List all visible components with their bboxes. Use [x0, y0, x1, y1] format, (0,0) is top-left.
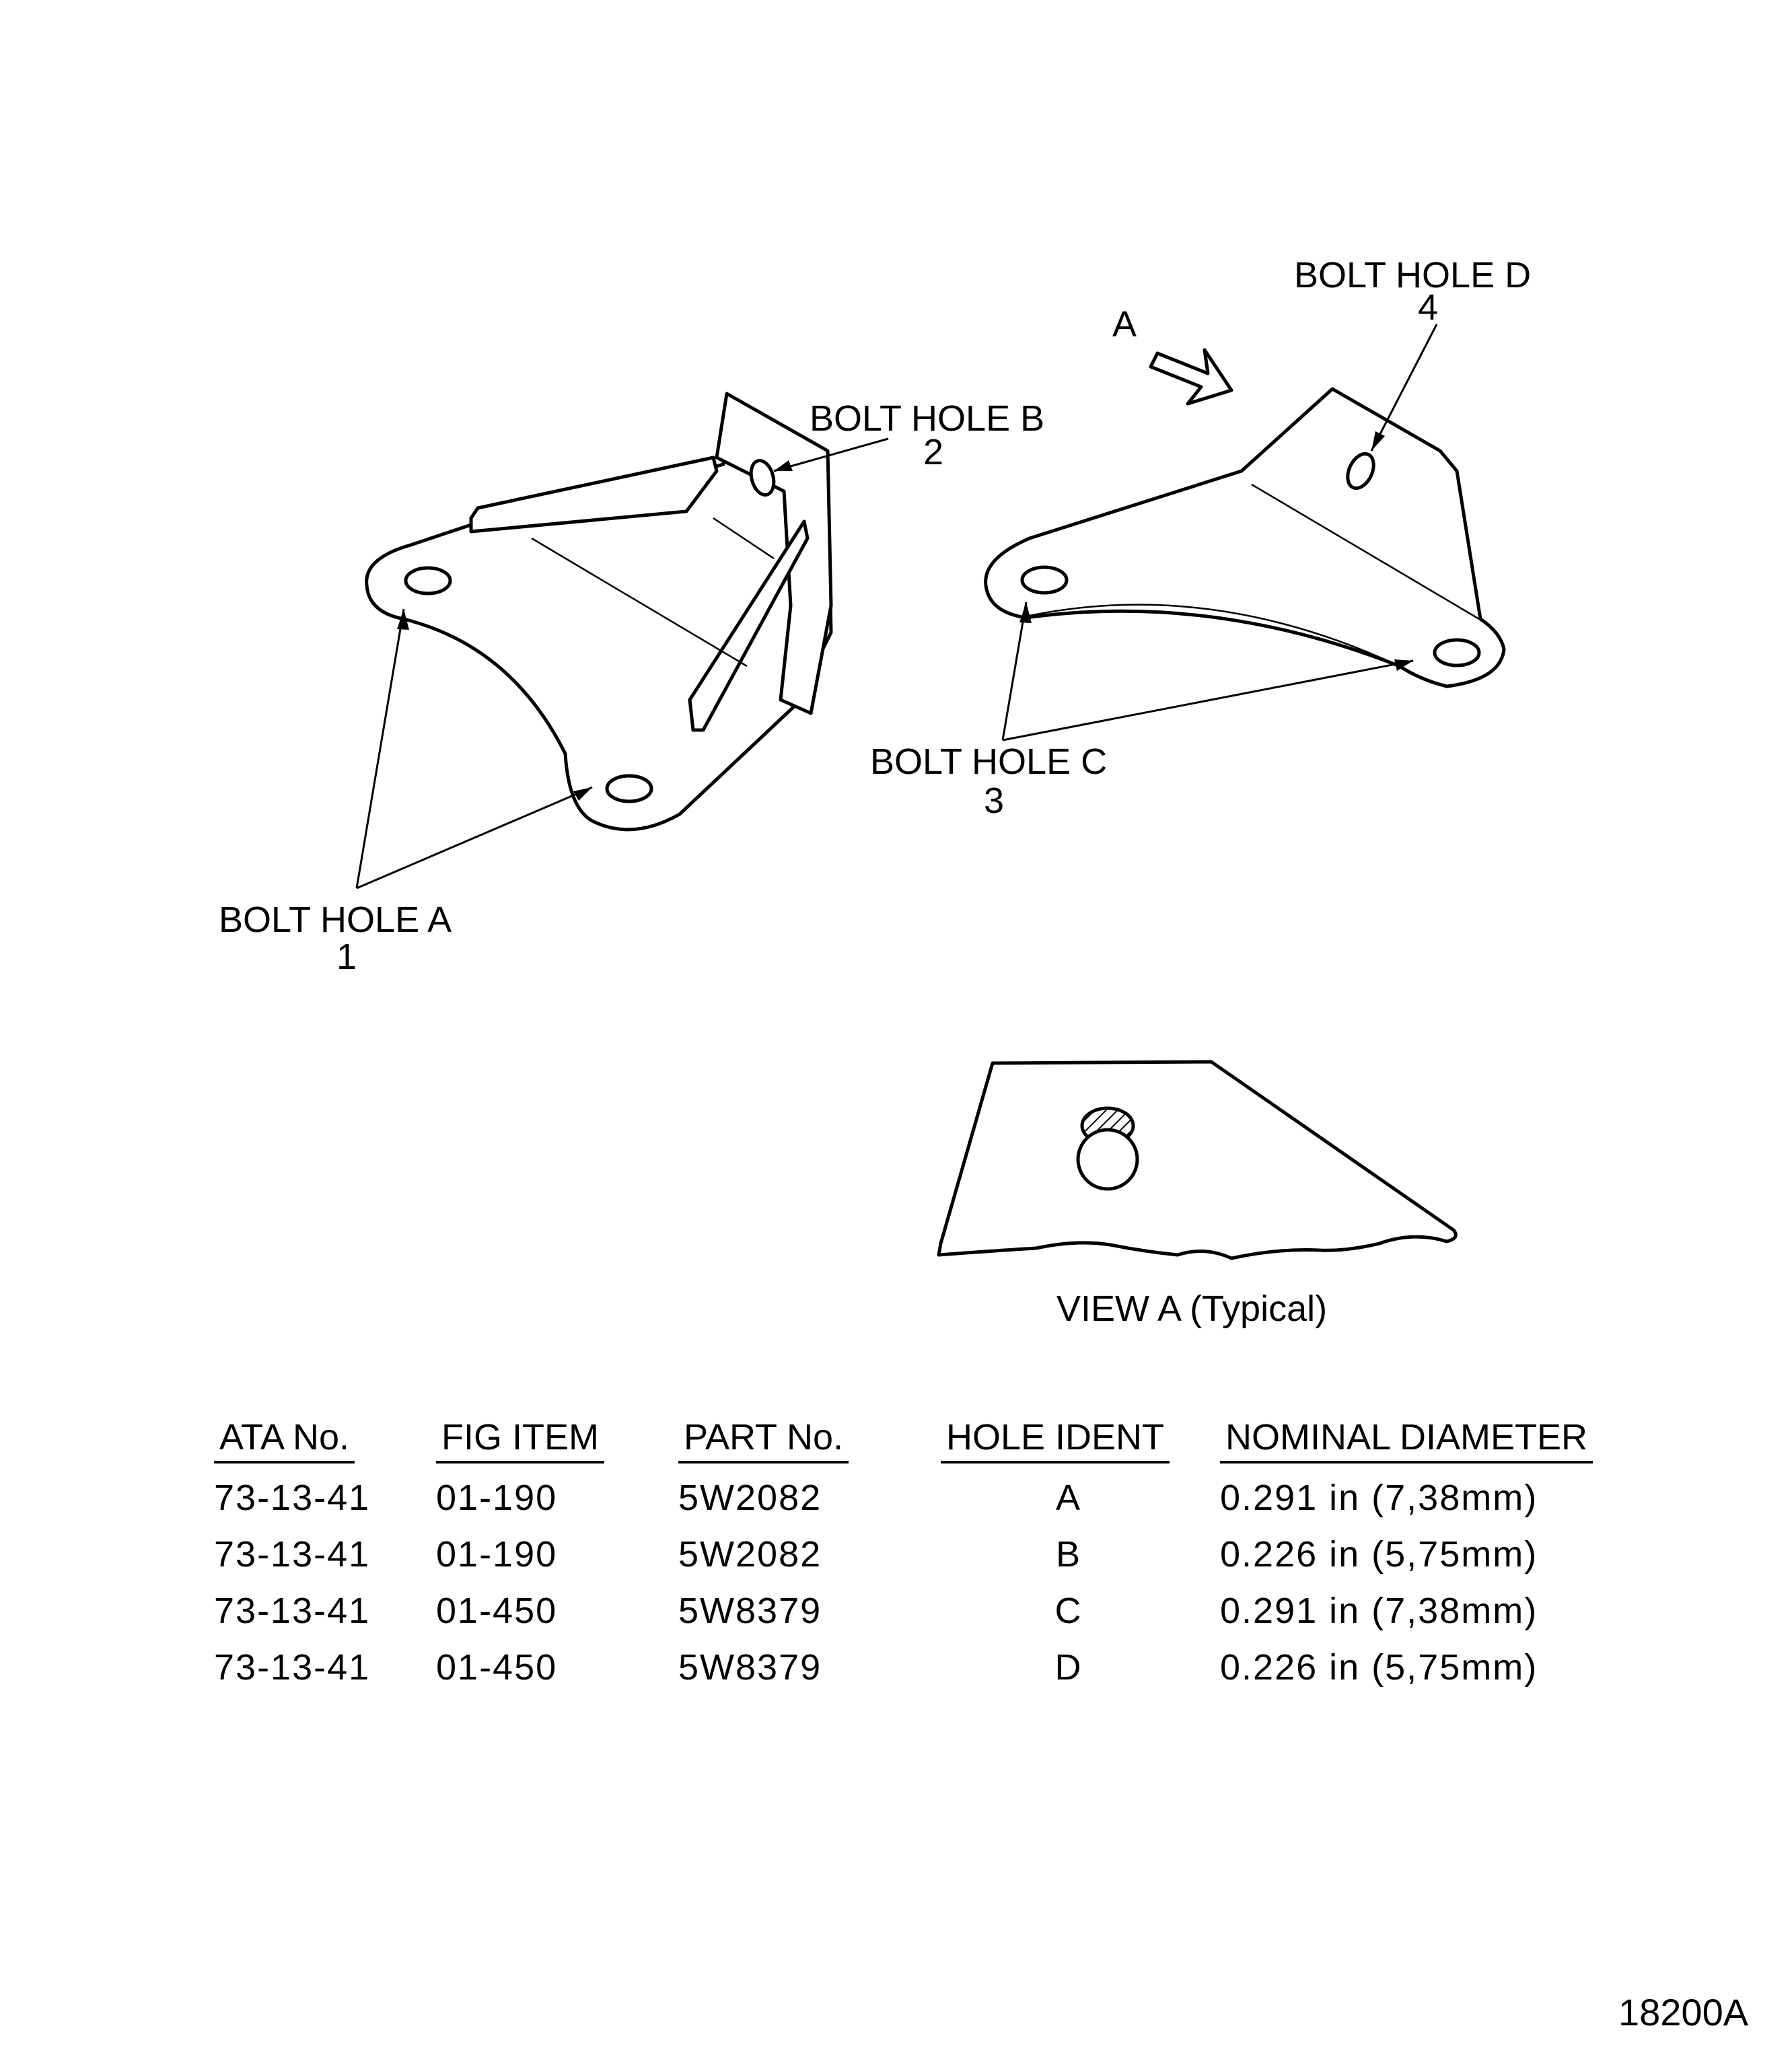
bracket-right-plate: [984, 387, 1506, 688]
header-ata-no: ATA No.: [214, 1416, 436, 1468]
header-part-no: PART No.: [678, 1416, 917, 1468]
table-row: 73-13-41 01-450 5W8379 C 0.291 in (7,38m…: [214, 1581, 1637, 1637]
cell-part-no: 5W2082: [678, 1534, 822, 1575]
bolt-hole-d-label: BOLT HOLE D: [1294, 255, 1531, 295]
cell-nominal-diameter: 0.291 in (7,38mm): [1220, 1591, 1538, 1631]
table-row: 73-13-41 01-190 5W2082 B 0.226 in (5,75m…: [214, 1524, 1637, 1581]
header-nominal-diameter: NOMINAL DIAMETER: [1220, 1416, 1637, 1468]
cell-part-no: 5W8379: [678, 1591, 822, 1631]
hole-data-table: ATA No. FIG ITEM PART No. HOLE IDENT NOM…: [214, 1416, 1637, 1694]
bolt-hole-b: [749, 459, 776, 497]
bolt-hole-c-left: [1020, 565, 1069, 595]
figure-reference: 18200A: [1618, 1991, 1749, 2033]
cell-hole-ident: A: [1055, 1478, 1082, 1518]
view-a-pin: [1076, 1128, 1139, 1191]
cell-part-no: 5W8379: [678, 1647, 822, 1688]
cell-hole-ident: B: [1055, 1534, 1082, 1575]
bolt-hole-a-number: 1: [336, 937, 357, 977]
cell-hole-ident: D: [1054, 1647, 1083, 1688]
cell-fig-item: 01-190: [436, 1534, 558, 1575]
view-a-detail: [937, 1060, 1458, 1260]
bolt-hole-b-number: 2: [923, 432, 943, 472]
table-row: 73-13-41 01-190 5W2082 A 0.291 in (7,38m…: [214, 1468, 1637, 1524]
bracket-left-plate: [365, 415, 833, 832]
cell-ata-no: 73-13-41: [214, 1647, 371, 1688]
cell-ata-no: 73-13-41: [214, 1478, 371, 1518]
bolt-hole-d: [1346, 451, 1375, 491]
view-arrow-letter: A: [1112, 304, 1137, 345]
cell-fig-item: 01-450: [436, 1647, 558, 1688]
leader-lines: [355, 324, 1438, 890]
view-a-caption: VIEW A (Typical): [1056, 1289, 1327, 1329]
cell-fig-item: 01-190: [436, 1478, 558, 1518]
cell-nominal-diameter: 0.226 in (5,75mm): [1220, 1647, 1538, 1688]
header-fig-item: FIG ITEM: [436, 1416, 678, 1468]
bracket-left-flange: [715, 392, 833, 715]
bracket-left: [365, 392, 833, 832]
bolt-hole-a-upper: [404, 566, 452, 595]
bolt-hole-d-number: 4: [1418, 287, 1438, 328]
bracket-right: [984, 387, 1506, 688]
cell-ata-no: 73-13-41: [214, 1591, 371, 1631]
cell-part-no: 5W2082: [678, 1478, 822, 1518]
bracket-left-diagonal-rib: [688, 519, 810, 732]
cell-fig-item: 01-450: [436, 1591, 558, 1631]
callouts: BOLT HOLE A 1 BOLT HOLE B 2 BOLT HOLE C …: [219, 255, 1749, 2033]
bolt-hole-c-right: [1433, 638, 1481, 667]
view-a-plate: [937, 1060, 1458, 1260]
table-header-row: ATA No. FIG ITEM PART No. HOLE IDENT NOM…: [214, 1416, 1637, 1468]
cell-hole-ident: C: [1054, 1591, 1083, 1631]
bolt-hole-a-lower: [605, 774, 653, 803]
bolt-hole-a-label: BOLT HOLE A: [219, 900, 452, 940]
view-arrow: [1149, 348, 1233, 406]
cell-nominal-diameter: 0.226 in (5,75mm): [1220, 1534, 1538, 1575]
header-hole-ident: HOLE IDENT: [917, 1416, 1220, 1468]
bracket-left-upper-rib: [469, 456, 719, 534]
bolt-hole-c-label: BOLT HOLE C: [870, 742, 1107, 782]
cell-ata-no: 73-13-41: [214, 1534, 371, 1575]
table-row: 73-13-41 01-450 5W8379 D 0.226 in (5,75m…: [214, 1637, 1637, 1694]
bolt-hole-c-number: 3: [984, 781, 1004, 821]
cell-nominal-diameter: 0.291 in (7,38mm): [1220, 1478, 1538, 1518]
bolt-hole-b-label: BOLT HOLE B: [810, 398, 1044, 439]
